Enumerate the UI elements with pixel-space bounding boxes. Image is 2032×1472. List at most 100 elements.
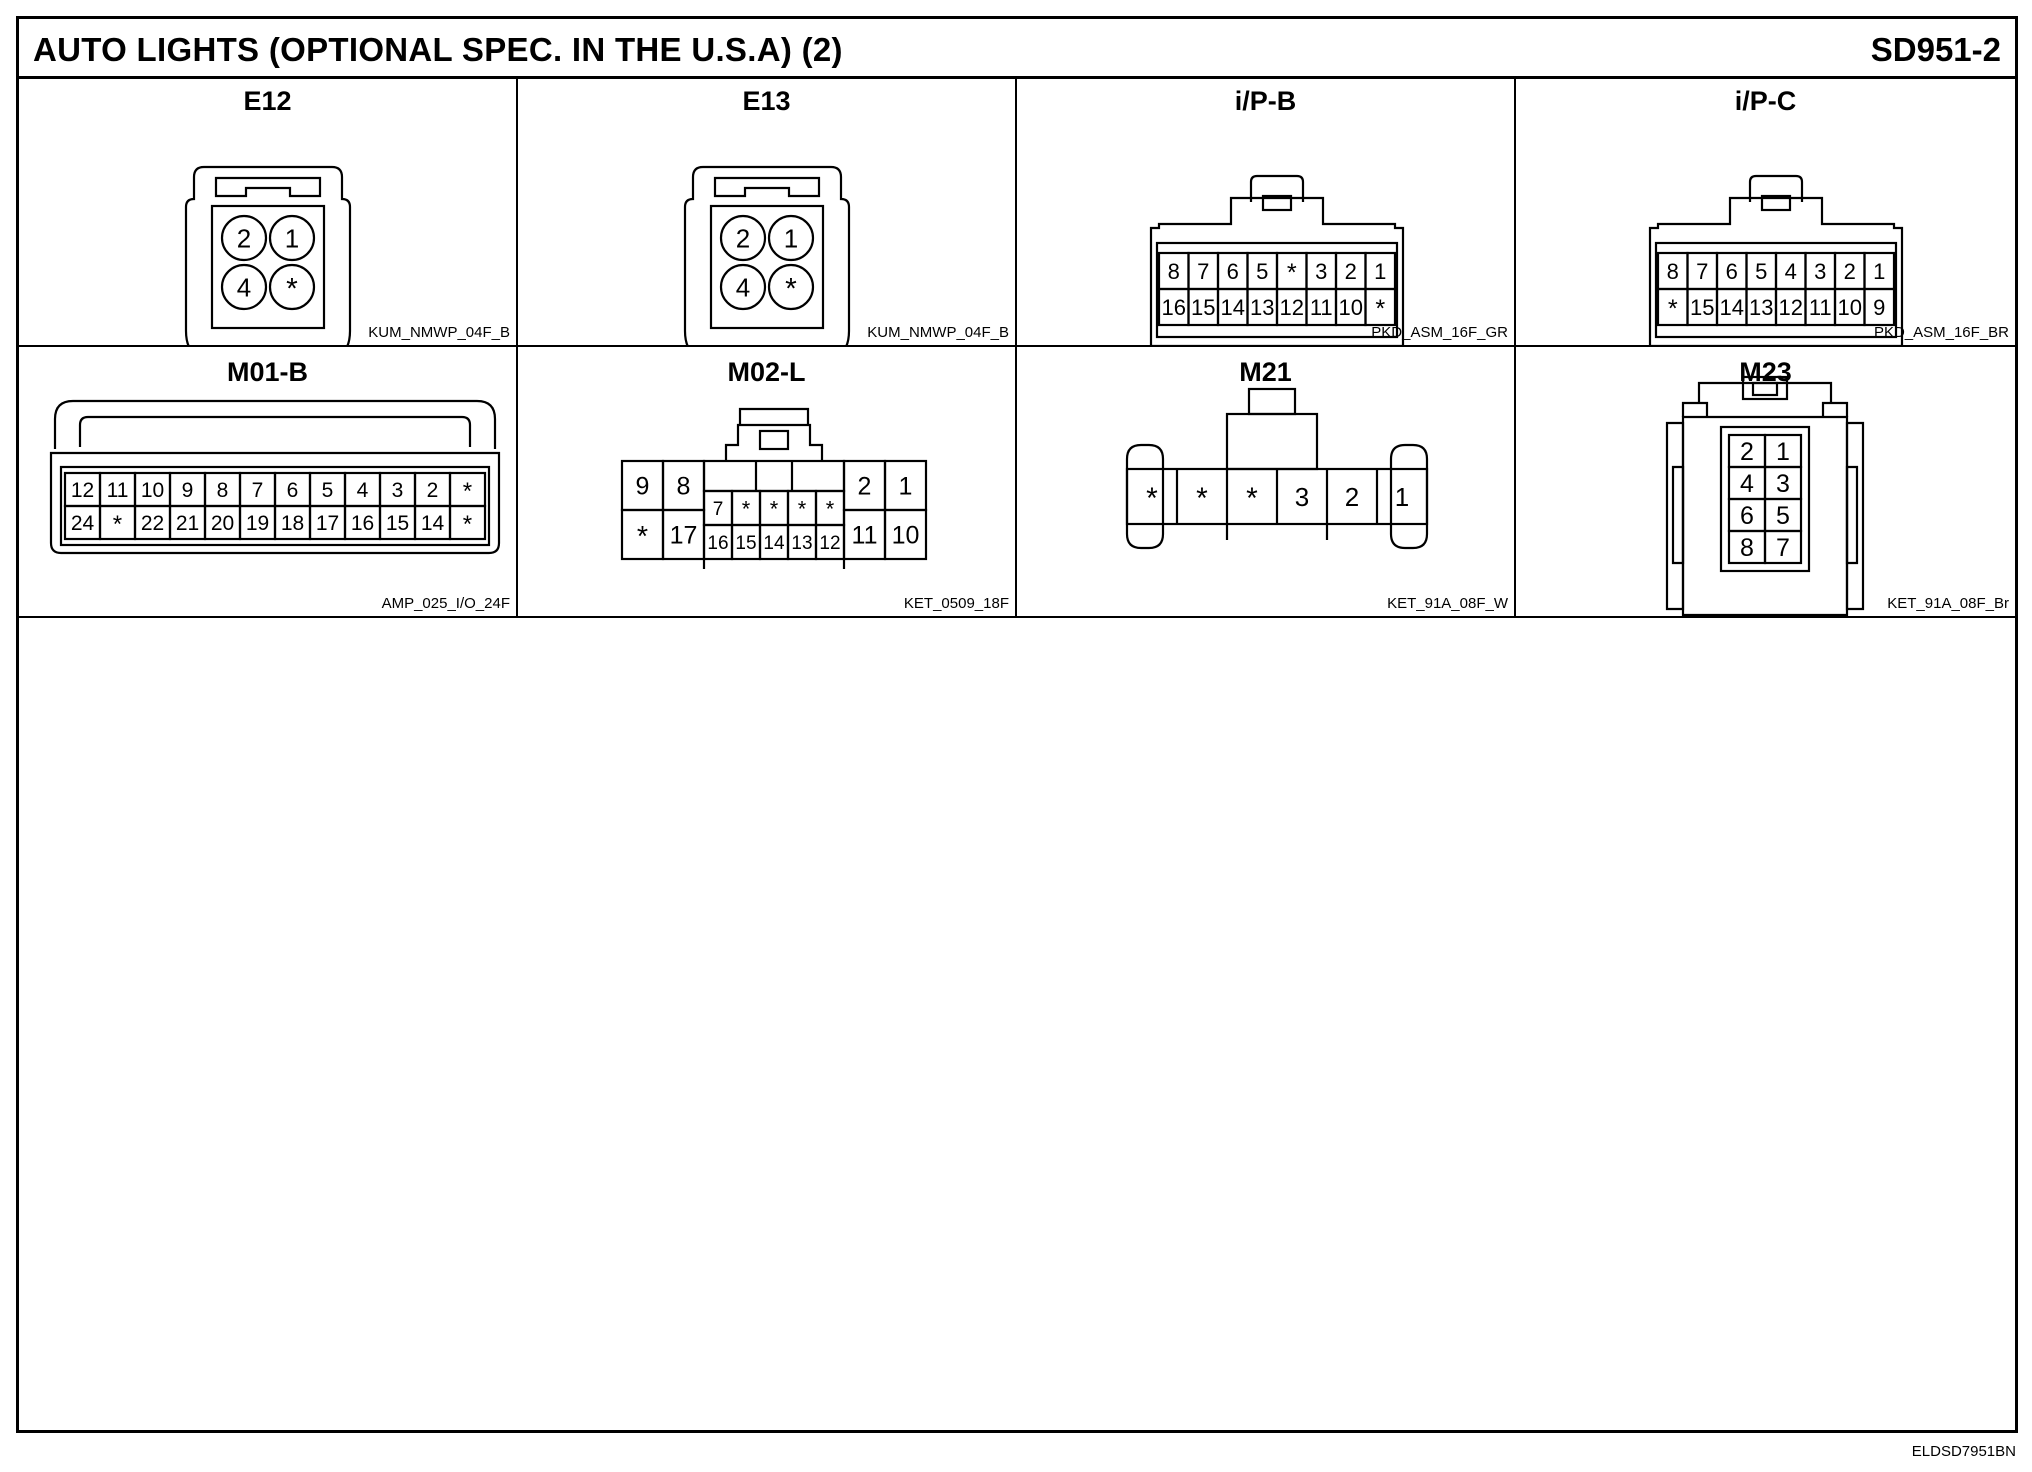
pin-number: 2 bbox=[736, 223, 750, 253]
pin-number: 14 bbox=[763, 533, 785, 554]
pin-empty: * bbox=[1146, 482, 1158, 515]
pin-number: 20 bbox=[211, 512, 234, 535]
housing-outline bbox=[49, 451, 501, 555]
pin-number: 9 bbox=[182, 479, 194, 502]
connector-part-code: KUM_NMWP_04F_B bbox=[867, 324, 1009, 341]
housing-body bbox=[1225, 412, 1319, 471]
pin-number: 3 bbox=[392, 479, 404, 502]
latch bbox=[738, 407, 810, 425]
pin-number: 13 bbox=[1250, 295, 1274, 320]
pin-number: 12 bbox=[71, 479, 94, 502]
pin-number: 8 bbox=[1667, 259, 1679, 284]
pin-number: 2 bbox=[1345, 259, 1357, 284]
pin-number: 11 bbox=[1809, 295, 1832, 320]
pin-number: 1 bbox=[1374, 259, 1386, 284]
connector-name: i/P-C bbox=[1734, 86, 1797, 116]
pin-socket bbox=[220, 263, 268, 311]
side-guide bbox=[1389, 443, 1429, 550]
pin-number: 7 bbox=[1197, 259, 1209, 284]
pin-number: 4 bbox=[736, 272, 750, 302]
pin-number: 16 bbox=[707, 533, 728, 554]
side-rail bbox=[1671, 465, 1859, 565]
pin-number: 1 bbox=[899, 473, 913, 501]
pin-number: 11 bbox=[1310, 295, 1333, 320]
pin-number: 6 bbox=[1227, 259, 1239, 284]
pin-frame bbox=[1654, 241, 1898, 339]
pin-number: 6 bbox=[287, 479, 299, 502]
pin-number: 19 bbox=[246, 512, 269, 535]
connector-part-code: KET_0509_18F bbox=[903, 595, 1009, 612]
pin-number: 15 bbox=[1191, 295, 1215, 320]
pin-number: 5 bbox=[1755, 259, 1767, 284]
pin-number: 5 bbox=[1776, 502, 1790, 530]
pin-empty: * bbox=[785, 273, 797, 306]
pin-number: 6 bbox=[1726, 259, 1738, 284]
pin-number: 9 bbox=[636, 473, 650, 501]
pin-number: 22 bbox=[141, 512, 164, 535]
housing-outline bbox=[1648, 236, 1904, 347]
pin-frame bbox=[709, 204, 825, 330]
pin-number: 3 bbox=[1776, 470, 1790, 498]
connector-part-code: KET_91A_08F_W bbox=[1387, 595, 1508, 612]
pin-empty: * bbox=[113, 511, 123, 538]
pin-cell bbox=[1763, 529, 1803, 565]
pin-number: 2 bbox=[1740, 438, 1754, 466]
middle-top-strip bbox=[702, 459, 846, 493]
pin-number: 2 bbox=[427, 479, 439, 502]
pin-empty: * bbox=[770, 497, 779, 522]
pin-frame bbox=[1719, 425, 1811, 573]
pin-number: 21 bbox=[176, 512, 199, 535]
latch bbox=[754, 461, 794, 491]
connector-name: M21 bbox=[1239, 357, 1292, 387]
pin-cell bbox=[1364, 287, 1397, 327]
pin-number: 4 bbox=[1740, 470, 1754, 498]
pin-number: 2 bbox=[858, 473, 872, 501]
pin-number: 7 bbox=[1776, 534, 1790, 562]
pin-number: 18 bbox=[281, 512, 304, 535]
pin-number: 16 bbox=[351, 512, 374, 535]
housing-outline bbox=[683, 165, 851, 347]
pin-number: 7 bbox=[713, 499, 724, 520]
latch bbox=[78, 415, 472, 447]
pin-frame bbox=[59, 465, 491, 547]
pin-number: 2 bbox=[1844, 259, 1856, 284]
connector-part-code: KET_91A_08F_Br bbox=[1887, 595, 2009, 612]
connector-name: M01-B bbox=[226, 357, 308, 387]
page-title: AUTO LIGHTS (OPTIONAL SPEC. IN THE U.S.A… bbox=[33, 31, 843, 68]
connector-name: M23 bbox=[1739, 357, 1792, 387]
pin-frame bbox=[1155, 241, 1399, 339]
pin-number: 10 bbox=[892, 522, 920, 550]
pin-number: 17 bbox=[316, 512, 339, 535]
pin-number: 17 bbox=[670, 522, 698, 550]
pin-number: 8 bbox=[1168, 259, 1180, 284]
pin-number: 12 bbox=[1280, 295, 1304, 320]
pin-number: 13 bbox=[1749, 295, 1773, 320]
housing-outline bbox=[1149, 236, 1405, 347]
pin-number: 14 bbox=[1221, 295, 1245, 320]
diagram-sheet: AUTO LIGHTS (OPTIONAL SPEC. IN THE U.S.A… bbox=[16, 16, 2018, 1433]
header-bar: AUTO LIGHTS (OPTIONAL SPEC. IN THE U.S.A… bbox=[19, 19, 2015, 79]
pin-number: 1 bbox=[285, 223, 299, 253]
housing-outline bbox=[1681, 401, 1849, 417]
housing-top bbox=[53, 399, 497, 449]
pin-number: 2 bbox=[237, 223, 251, 253]
pin-empty: * bbox=[798, 497, 807, 522]
pin-number: 14 bbox=[1720, 295, 1744, 320]
pin-number: 10 bbox=[1339, 295, 1363, 320]
latch bbox=[1247, 387, 1297, 416]
pin-number: 15 bbox=[1690, 295, 1714, 320]
pin-number: 15 bbox=[735, 533, 756, 554]
pin-empty: * bbox=[826, 497, 835, 522]
pin-number: 4 bbox=[357, 479, 369, 502]
housing-top bbox=[1648, 196, 1904, 236]
pin-number: 16 bbox=[1162, 295, 1186, 320]
latch-tab bbox=[1751, 381, 1779, 397]
